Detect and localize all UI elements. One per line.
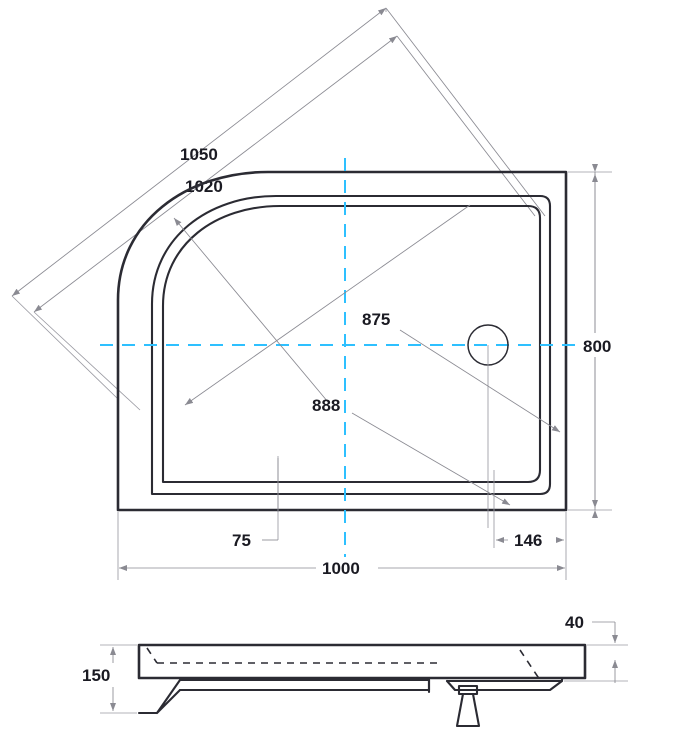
elevation-right-return <box>445 676 564 692</box>
dimension-75-leader: 75 <box>232 456 279 550</box>
tray-basin-outline <box>161 204 542 484</box>
dimension-label-1050: 1050 <box>180 145 218 164</box>
dimension-1000-horizontal: 1000 <box>117 512 567 580</box>
label-backing-1000 <box>316 557 378 579</box>
dimension-label-150: 150 <box>82 666 110 685</box>
elevation-base-profile <box>137 676 431 715</box>
dimension-150-height: 150 <box>76 644 137 714</box>
diagonal-dimension-888: 888 <box>173 217 511 506</box>
label-backing-146 <box>508 529 556 551</box>
diagonal-dimension-875: 875 <box>184 204 561 433</box>
dimension-146: 146 <box>493 470 564 551</box>
elevation-outer-profile <box>137 643 587 680</box>
dimension-label-800-top: 800 <box>583 337 611 356</box>
tray-outer-outline <box>116 170 568 512</box>
dimension-40-lip: 40 <box>564 613 628 683</box>
dimension-label-875: 875 <box>362 310 390 329</box>
elevation-hidden-profile <box>146 647 541 681</box>
centerlines-plan <box>100 158 610 560</box>
label-backing-150 <box>76 663 120 687</box>
dimension-label-75: 75 <box>232 531 251 550</box>
dimension-label-40: 40 <box>565 613 584 632</box>
waste-outlet-drain <box>467 324 509 528</box>
tray-rim-outline <box>150 194 552 496</box>
label-backing-800 <box>575 333 615 357</box>
diagonal-dimension-1020: 1020 <box>33 35 536 411</box>
dimension-label-888: 888 <box>312 396 340 415</box>
diagonal-dimension-1050: 1050 <box>11 7 546 400</box>
dimension-label-1000: 1000 <box>322 559 360 578</box>
dimension-label-146: 146 <box>514 531 542 550</box>
waste-trap-outline <box>455 684 481 728</box>
dimension-label-1020: 1020 <box>185 177 223 196</box>
